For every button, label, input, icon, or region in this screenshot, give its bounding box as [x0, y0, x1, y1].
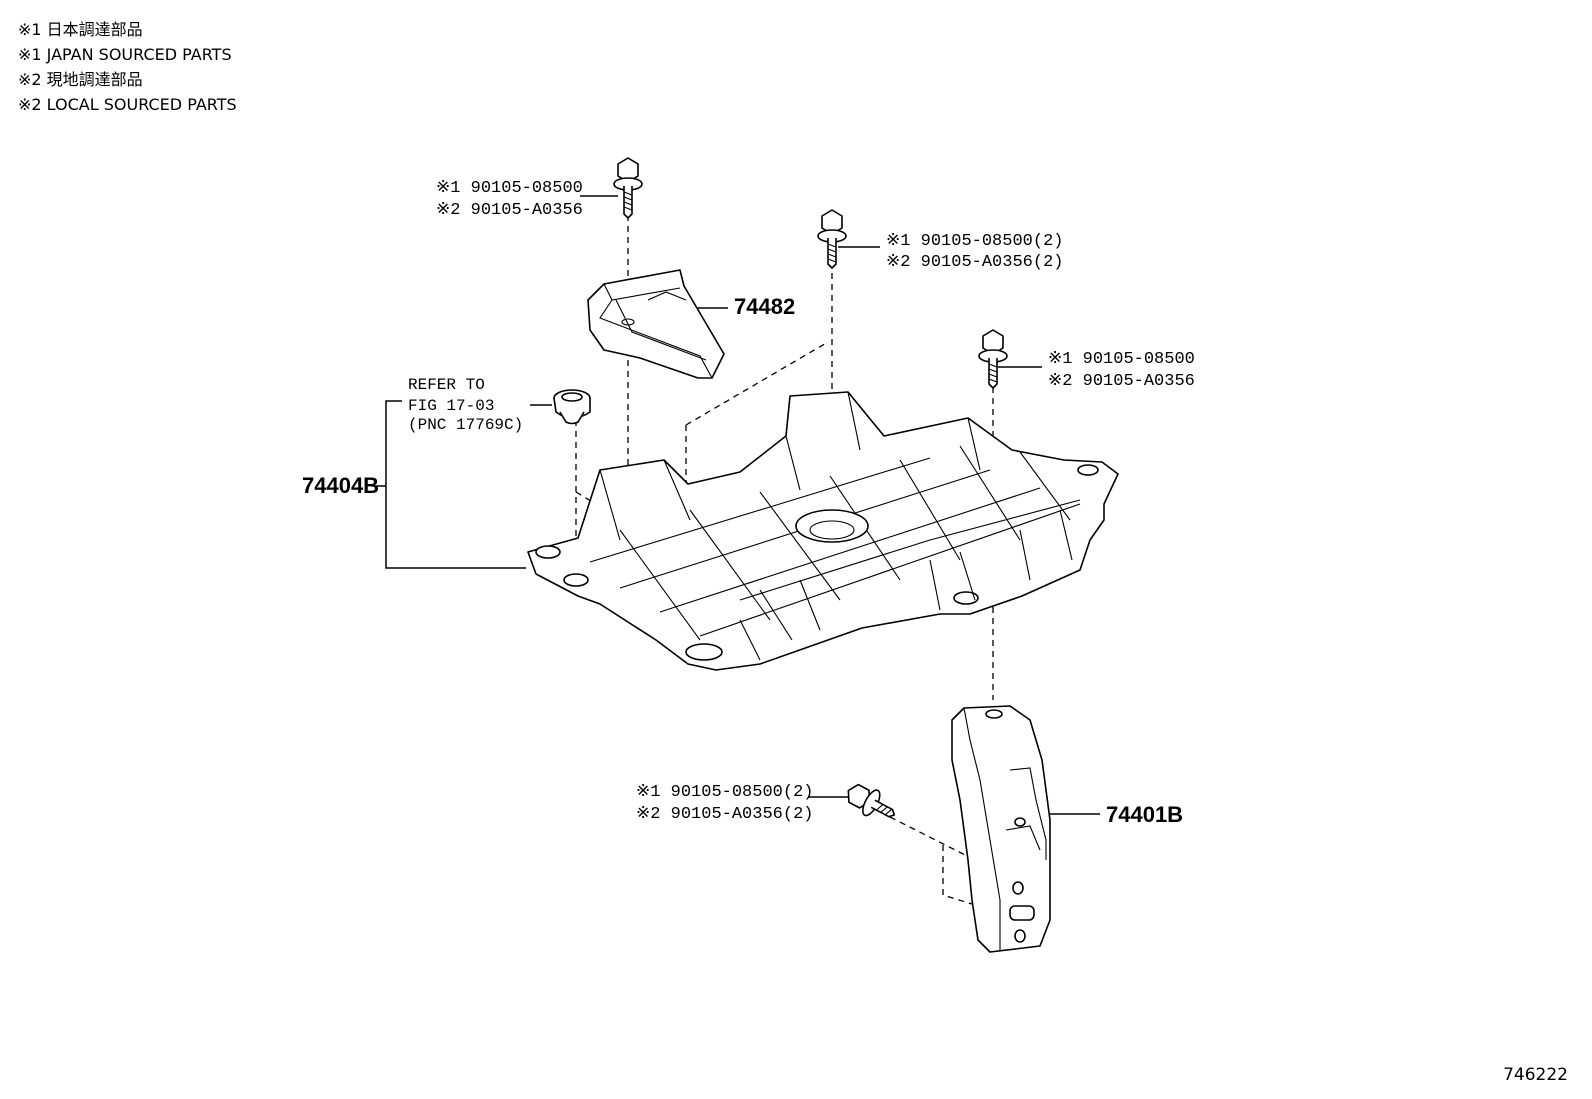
legend: ※1 日本調達部品 ※1 JAPAN SOURCED PARTS ※2 現地調達…: [18, 17, 237, 117]
legend-line-3: ※2 現地調達部品: [18, 70, 143, 89]
bracket-74401B: [951, 705, 1051, 953]
legend-line-4: ※2 LOCAL SOURCED PARTS: [18, 95, 237, 114]
callout-bolt-top-left-1: ※1 90105-08500: [436, 179, 583, 198]
legend-line-1: ※1 日本調達部品: [18, 20, 143, 39]
bolt-icon: [978, 329, 1008, 389]
clamp-74482: [587, 269, 725, 379]
bolt-icon: [613, 157, 643, 219]
reference-line-1: REFER TO: [408, 376, 485, 394]
callout-bolt-right-2: ※2 90105-A0356: [1048, 372, 1195, 391]
reference-line-3: (PNC 17769C): [408, 416, 523, 434]
bolt-icon: [817, 209, 847, 269]
part-number-clamp: 74482: [734, 294, 795, 319]
battery-tray-74404B: [527, 391, 1119, 671]
bolt-icon: [847, 783, 896, 818]
legend-line-2: ※1 JAPAN SOURCED PARTS: [18, 45, 232, 64]
figure-number: 746222: [1503, 1065, 1568, 1085]
callout-bolt-top-center-2: ※2 90105-A0356(2): [886, 253, 1063, 272]
part-number-bracket: 74401B: [1106, 802, 1183, 827]
grommet-icon: [553, 389, 591, 425]
callout-bolt-bottom-1: ※1 90105-08500(2): [636, 783, 813, 802]
callout-bolt-top-left-2: ※2 90105-A0356: [436, 201, 583, 220]
part-number-tray: 74404B: [302, 473, 379, 498]
callout-bolt-top-center-1: ※1 90105-08500(2): [886, 232, 1063, 251]
callout-bolt-right-1: ※1 90105-08500: [1048, 350, 1195, 369]
reference-line-2: FIG 17-03: [408, 397, 494, 415]
callout-bolt-bottom-2: ※2 90105-A0356(2): [636, 805, 813, 824]
leader-lines: [372, 195, 1100, 815]
